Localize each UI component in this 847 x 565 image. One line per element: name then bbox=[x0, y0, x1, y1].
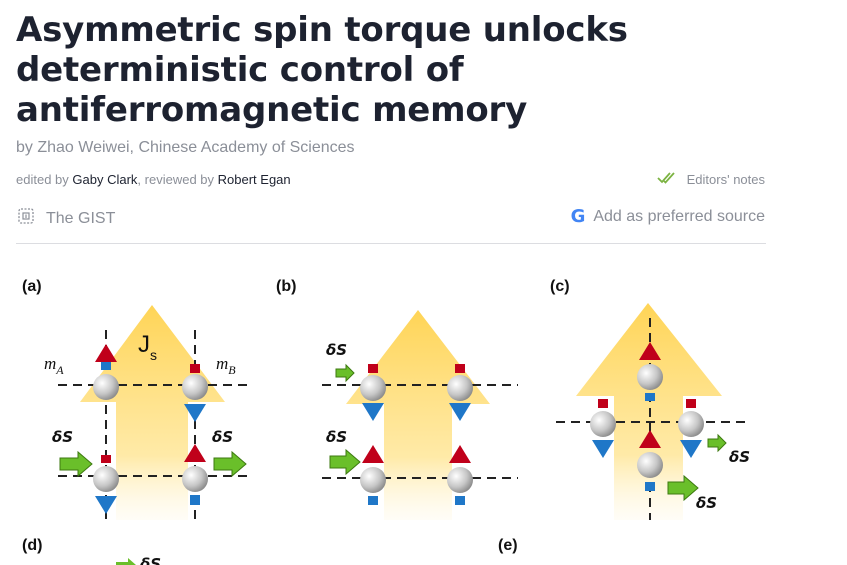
spin-b-tr bbox=[447, 364, 473, 421]
panel-a: (a) Js mA m bbox=[22, 278, 252, 525]
article-figure: (a) Js mA m bbox=[22, 278, 750, 565]
editors-notes-label: Editors' notes bbox=[686, 172, 765, 187]
delta-s-label-b2: δS bbox=[326, 428, 347, 446]
byline-prefix: by bbox=[16, 139, 33, 156]
delta-s-label-a1: δS bbox=[52, 428, 73, 446]
panel-b-label: (b) bbox=[276, 278, 296, 295]
current-arrow-b bbox=[346, 310, 490, 520]
panel-c-label: (c) bbox=[550, 278, 570, 295]
panel-e-label: (e) bbox=[498, 537, 518, 554]
edited-prefix: edited by bbox=[16, 172, 69, 187]
torque-arrow-c1 bbox=[707, 433, 727, 453]
spin-b-br bbox=[447, 445, 473, 505]
reviewer-name[interactable]: Robert Egan bbox=[217, 172, 291, 187]
panel-d-label: (d) bbox=[22, 537, 42, 554]
editors-notes-button[interactable]: Editors' notes bbox=[657, 171, 765, 188]
panel-e: (e) bbox=[498, 537, 518, 554]
torque-arrow-b1 bbox=[335, 363, 355, 383]
gist-button[interactable]: The GIST bbox=[16, 207, 115, 230]
spin-b-tl bbox=[360, 364, 386, 421]
panel-d: (d) δS bbox=[22, 537, 161, 565]
js-label: Js bbox=[138, 331, 157, 363]
google-icon: G bbox=[570, 206, 586, 227]
spin-a2 bbox=[93, 455, 119, 514]
delta-s-label-d: δS bbox=[140, 555, 161, 565]
spin-c-bottom bbox=[637, 430, 663, 491]
preferred-source-label: Add as preferred source bbox=[593, 207, 765, 225]
panel-c: (c) δS δS bbox=[550, 278, 750, 520]
ma-label: mA bbox=[44, 354, 64, 377]
spin-a1 bbox=[93, 344, 119, 400]
mb-label: mB bbox=[216, 354, 236, 377]
torque-arrow-a1 bbox=[59, 450, 93, 478]
delta-s-label-c2: δS bbox=[696, 494, 717, 512]
torque-arrow-b2 bbox=[329, 448, 361, 476]
header-divider bbox=[16, 243, 766, 244]
double-check-icon bbox=[657, 171, 679, 188]
torque-arrow-a2 bbox=[213, 450, 247, 478]
delta-s-label-b1: δS bbox=[326, 341, 347, 359]
spin-b-bl bbox=[360, 445, 386, 505]
preferred-source-button[interactable]: G Add as preferred source bbox=[571, 206, 765, 227]
byline: by Zhao Weiwei, Chinese Academy of Scien… bbox=[16, 139, 355, 157]
torque-arrow-c2 bbox=[667, 474, 699, 502]
editor-name[interactable]: Gaby Clark bbox=[72, 172, 138, 187]
delta-s-label-c1: δS bbox=[729, 448, 750, 466]
reviewed-prefix: , reviewed by bbox=[137, 172, 215, 187]
panel-b: (b) δS δS bbox=[276, 278, 518, 520]
gist-label: The GIST bbox=[46, 209, 116, 227]
panel-a-label: (a) bbox=[22, 278, 42, 295]
delta-s-label-a2: δS bbox=[212, 428, 233, 446]
edited-line: edited by Gaby Clark, reviewed by Robert… bbox=[16, 172, 291, 187]
spin-b1 bbox=[182, 364, 208, 422]
spin-b2 bbox=[182, 444, 208, 505]
spin-c-top bbox=[637, 342, 663, 401]
torque-arrow-d bbox=[116, 558, 136, 565]
gist-chip-icon bbox=[16, 207, 36, 230]
lattice-lines-b bbox=[322, 384, 518, 479]
author-link[interactable]: Zhao Weiwei, Chinese Academy of Sciences bbox=[37, 139, 355, 156]
spin-c-left bbox=[590, 399, 616, 458]
spin-c-right bbox=[678, 399, 704, 458]
article-title: Asymmetric spin torque unlocks determini… bbox=[16, 10, 628, 130]
current-arrow-a bbox=[80, 305, 225, 520]
